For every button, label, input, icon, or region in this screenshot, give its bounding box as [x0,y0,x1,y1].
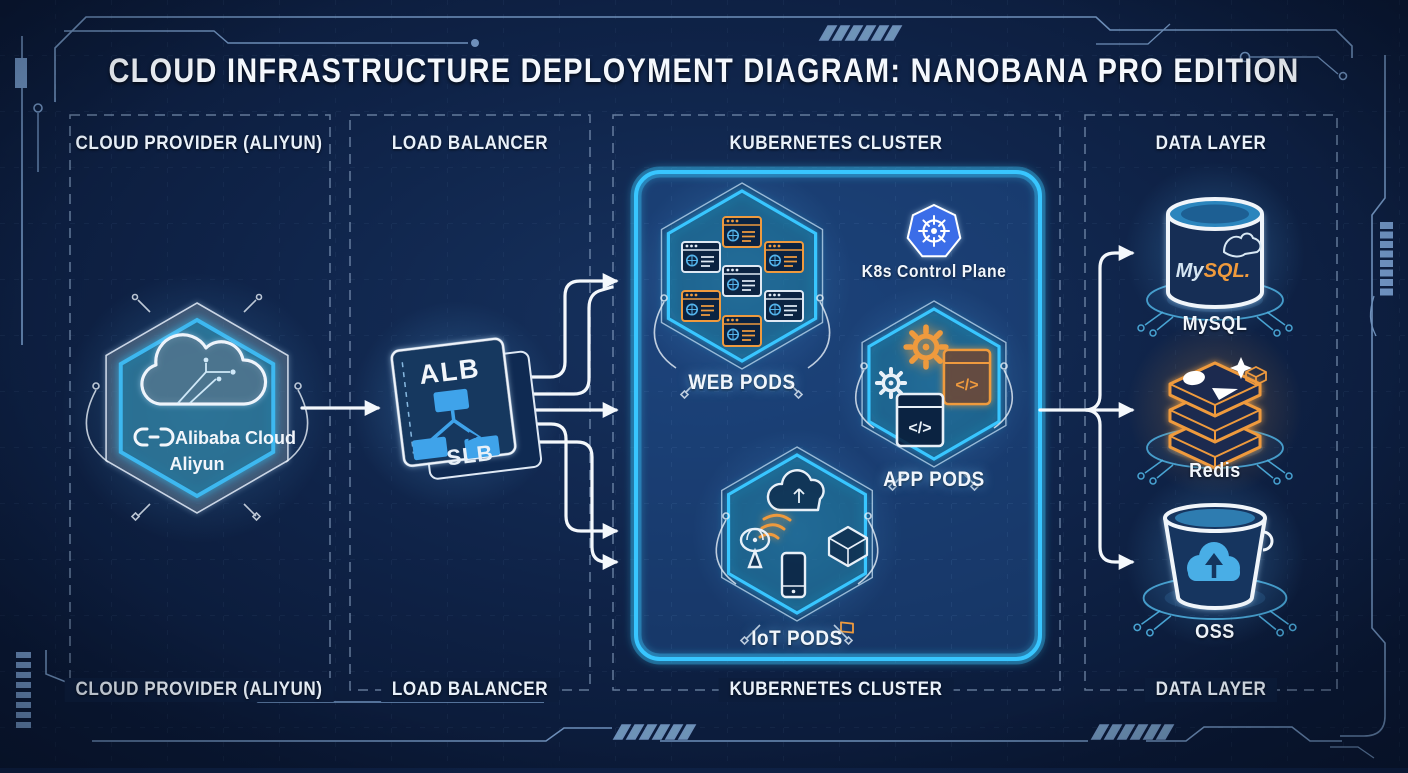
redis-label: Redis [1189,460,1241,482]
lane-top-label-cloud-provider: CLOUD PROVIDER (ALIYUN) [75,133,323,154]
lane-bottom-label-load-balancer: LOAD BALANCER [381,678,559,702]
app-pods-label: APP PODS [883,468,985,491]
web-pods-label: WEB PODS [688,371,796,394]
k8s-control-plane-label: K8s Control Plane [861,261,1007,281]
mysql-database-icon: MySQL. [1166,197,1264,309]
svg-text:MySQL.: MySQL. [1176,260,1250,282]
code-window-icon-orange: </> [942,348,992,406]
lane-bottom-label-kubernetes-cluster: KUBERNETES CLUSTER [718,678,954,702]
svg-text:</>: </> [955,377,978,394]
smartphone-icon [780,551,807,599]
iot-pods-label: IoT PODS [751,627,843,650]
lane-top-label-data-layer: DATA LAYER [1155,133,1267,154]
aliyun-label-line1: Alibaba Cloud [175,428,296,448]
code-window-icon-white: </> [895,392,945,448]
mysql-label: MySQL [1182,313,1248,335]
alb-slb-node: ALB SLB [390,337,543,480]
lane-bottom-label-cloud-provider: CLOUD PROVIDER (ALIYUN) [64,678,334,702]
svg-text:</>: </> [908,420,931,437]
diagram-title: CLOUD INFRASTRUCTURE DEPLOYMENT DIAGRAM:… [108,52,1300,90]
oss-label: OSS [1195,621,1235,643]
lane-bottom-label-data-layer: DATA LAYER [1144,678,1278,702]
lane-top-label-load-balancer: LOAD BALANCER [391,133,549,154]
aliyun-label-line2: Aliyun [169,454,224,474]
gear-icon-orange [906,327,946,367]
lane-top-label-kubernetes-cluster: KUBERNETES CLUSTER [729,133,943,154]
